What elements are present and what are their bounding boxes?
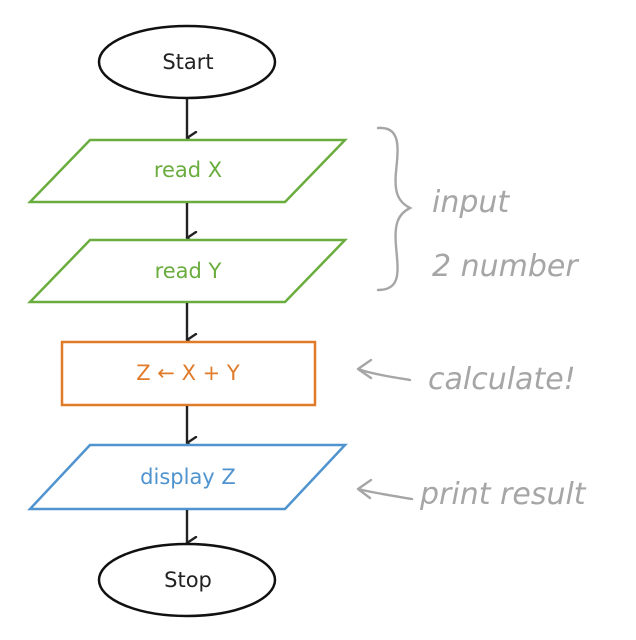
input-note-line2: 2 number [432,249,579,284]
read-x-input-shape [27,138,348,204]
read-y-label: read Y [155,259,222,283]
calculation-process-box [60,340,317,407]
input-note-line1: input [432,185,510,220]
display-z-output-shape [27,443,348,511]
print-note: print result [419,477,587,512]
start-label: Start [162,50,213,74]
display-z-label: display Z [140,465,236,489]
print-note-arrow [356,478,414,501]
stop-label: Stop [164,568,212,592]
calculate-note-arrow [356,358,412,382]
stop-terminal [97,542,277,618]
calculation-label: Z ← X + Y [136,361,240,385]
start-terminal [97,24,277,100]
read-y-input-shape [27,238,348,304]
calculate-note: calculate! [428,362,576,397]
input-curly-brace [376,126,413,292]
read-x-label: read X [154,158,222,182]
